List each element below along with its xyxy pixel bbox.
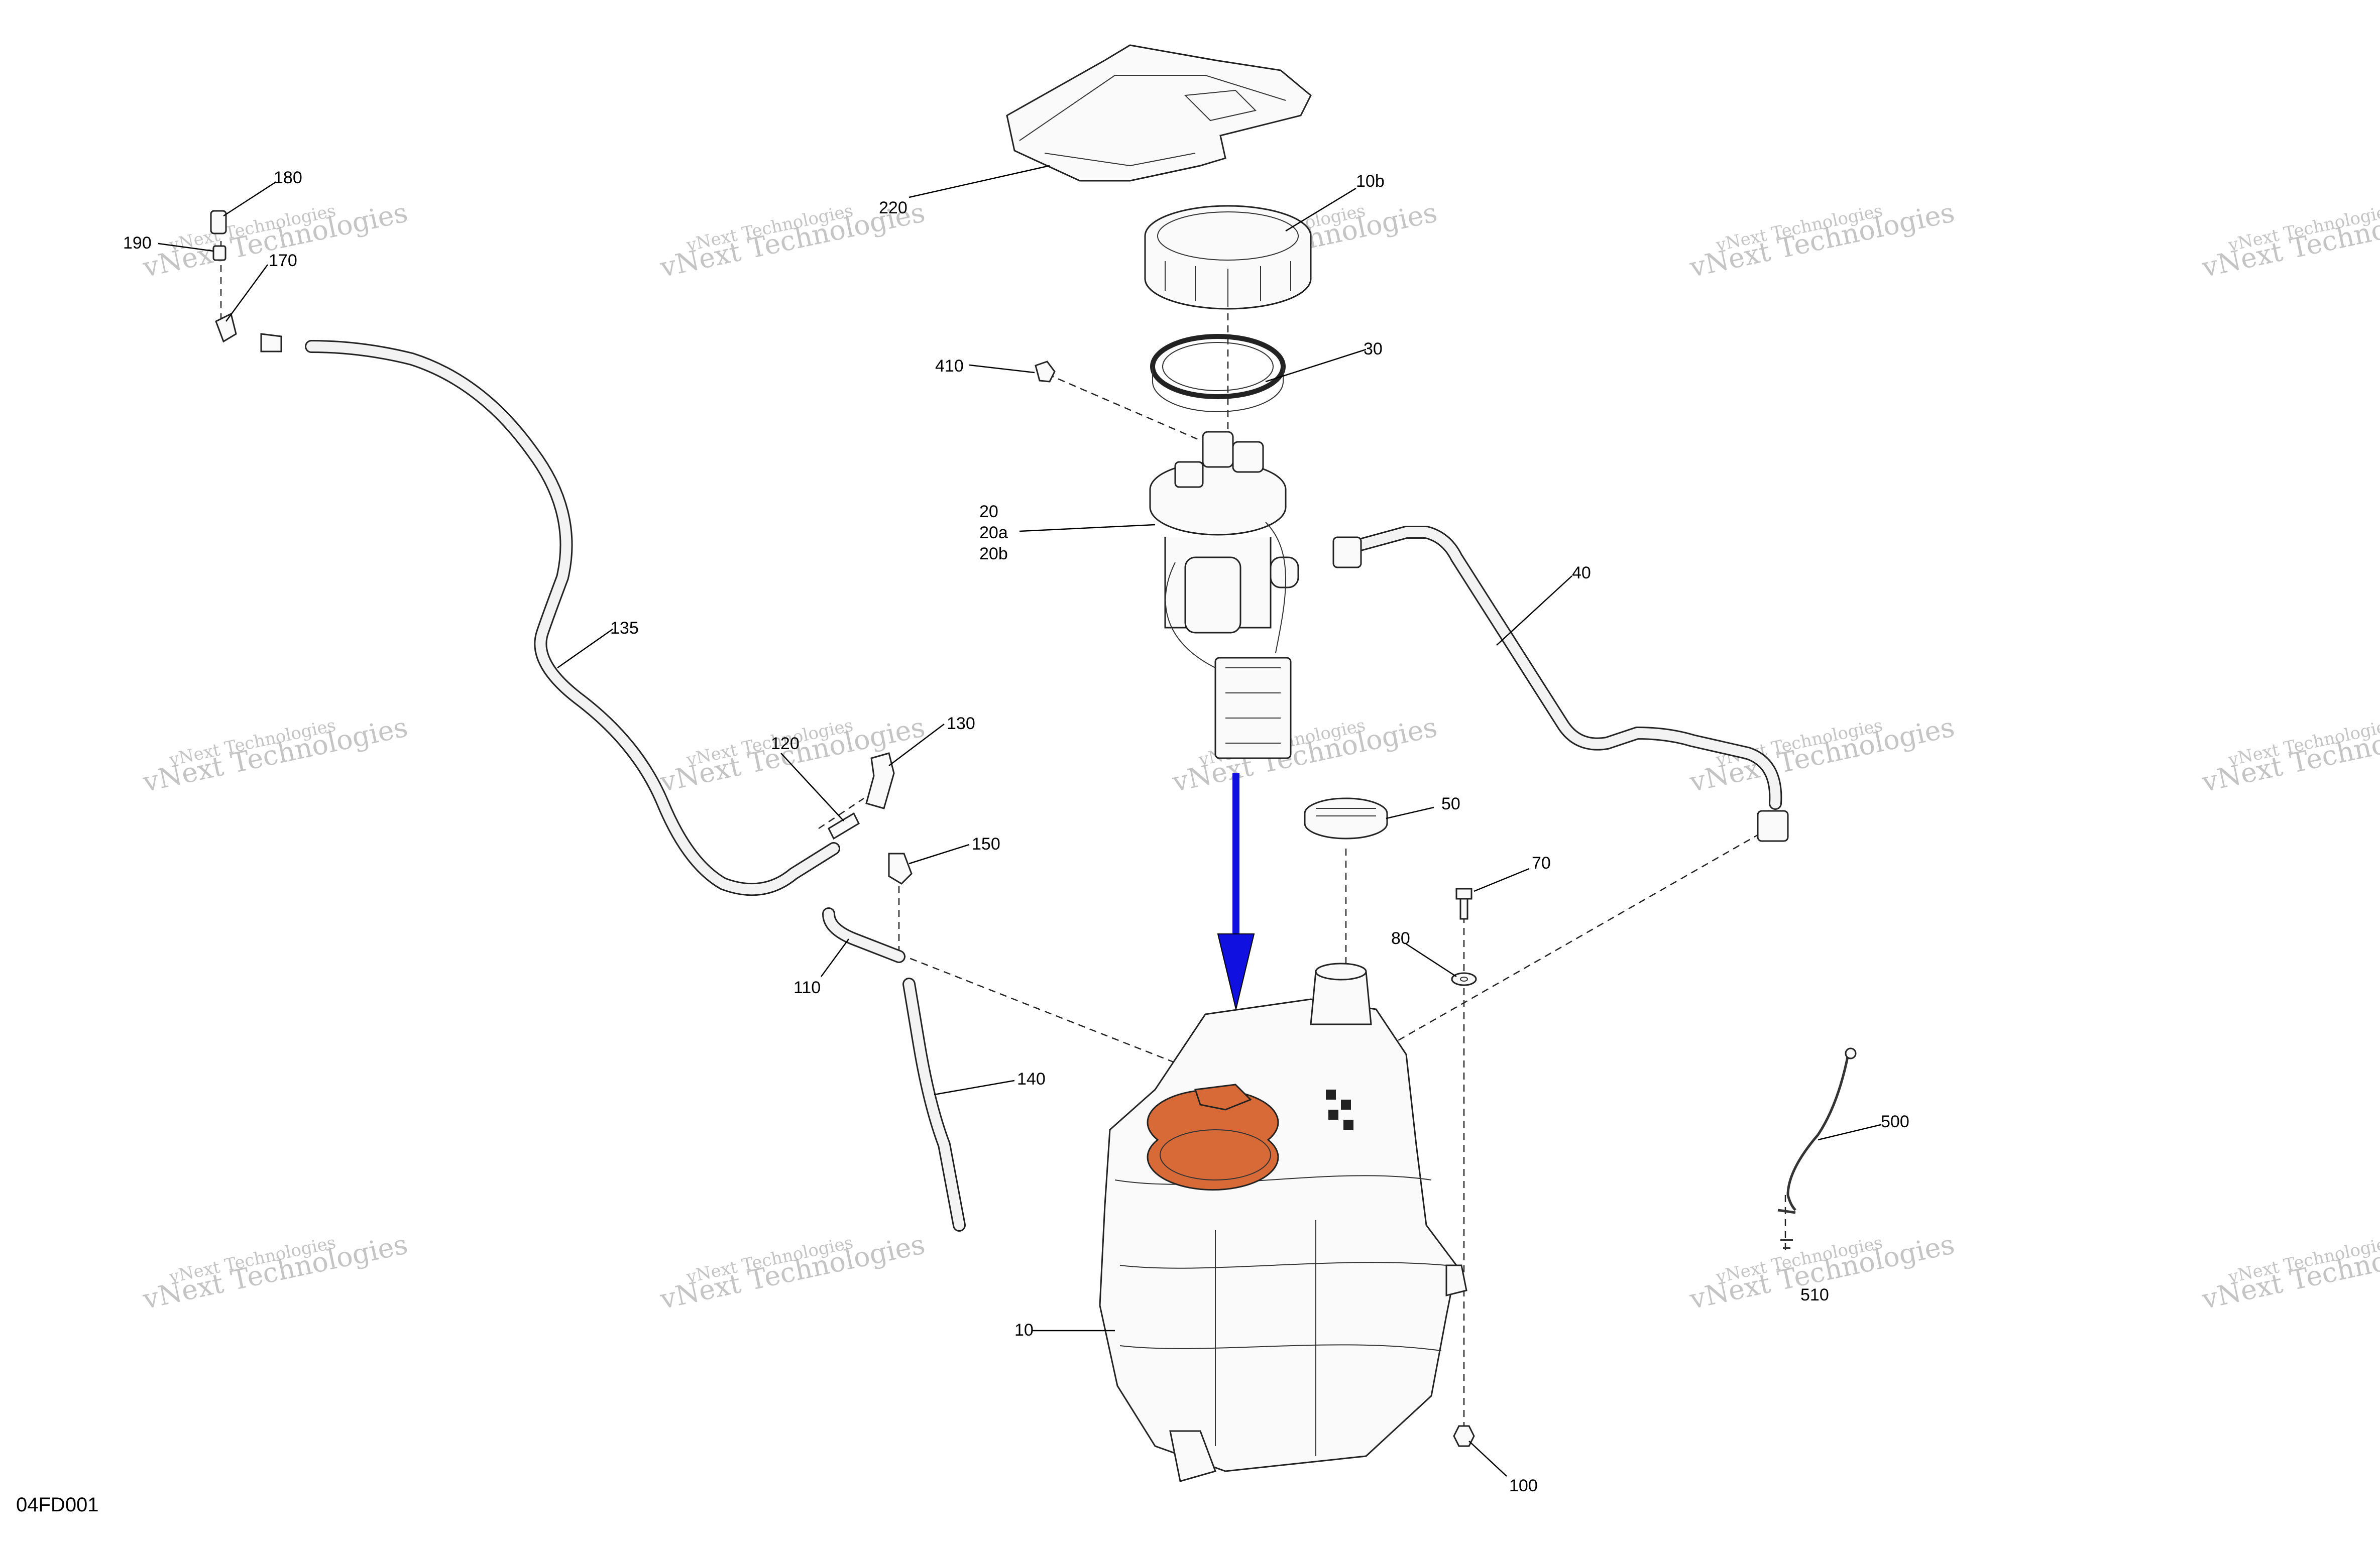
callout-170: 170 — [269, 251, 297, 270]
check-valve-150-part — [888, 853, 913, 885]
callout-labels: 220 10b 410 30 20 20a 20b 40 180 190 170… — [123, 168, 1909, 1495]
bolt-part — [1455, 888, 1472, 920]
callout-70: 70 — [1532, 854, 1551, 873]
watermark: vNext Technologies vNext Technologies — [140, 1228, 410, 1315]
watermark: vNext Technologies vNext Technologies — [1169, 711, 1440, 798]
clip-part — [1035, 361, 1056, 383]
leader-50 — [1386, 806, 1434, 819]
callout-50: 50 — [1441, 794, 1460, 813]
leader-130 — [888, 724, 945, 766]
callout-135: 135 — [610, 619, 639, 638]
fitting-130-part — [865, 752, 895, 809]
callout-150: 150 — [972, 835, 1000, 854]
vent-valve-fittings-part — [210, 210, 282, 352]
callout-510: 510 — [1800, 1285, 1829, 1304]
callout-190: 190 — [123, 233, 152, 253]
watermark: vNext Technologies vNext Technologies — [2199, 1228, 2380, 1315]
leader-180 — [223, 181, 277, 217]
assembly-line-120 — [818, 797, 864, 829]
callout-220: 220 — [879, 198, 908, 217]
callout-130: 130 — [947, 714, 975, 733]
watermark: vNext Technologies vNext Technologies — [657, 1228, 928, 1315]
fuel-line-part — [1332, 526, 1789, 842]
fitting-120-part — [828, 812, 860, 840]
callout-20: 20 — [979, 502, 998, 521]
assembly-lines — [220, 241, 1786, 1426]
insertion-arrow — [1217, 773, 1255, 1010]
leader-140 — [934, 1080, 1015, 1096]
short-hose-part — [822, 907, 905, 963]
callout-180: 180 — [274, 168, 302, 187]
washer-part — [1451, 972, 1477, 986]
leader-70 — [1474, 868, 1530, 892]
cap-part — [1304, 797, 1388, 840]
leader-80 — [1406, 943, 1457, 978]
leader-410 — [969, 364, 1035, 374]
callout-120: 120 — [771, 734, 800, 753]
callout-30: 30 — [1364, 339, 1383, 359]
reference-code: 04FD001 — [16, 1494, 99, 1516]
watermark: vNext Technologies vNext Technologies — [2199, 196, 2380, 283]
callout-10b: 10b — [1356, 172, 1385, 191]
assembly-line-110 — [898, 953, 1206, 1076]
assembly-line-410 — [1047, 373, 1216, 448]
gasket-part — [1150, 334, 1286, 412]
leader-120 — [780, 753, 844, 821]
callout-40: 40 — [1572, 563, 1591, 582]
callout-20b: 20b — [979, 544, 1008, 563]
tank-label-plate — [1326, 1090, 1353, 1130]
leader-10b — [1285, 187, 1356, 232]
fuel-pump-module-part — [1149, 431, 1299, 759]
leader-100 — [1468, 1441, 1507, 1477]
leader-190 — [158, 243, 214, 252]
drain-hose-part — [902, 978, 966, 1232]
leader-150 — [909, 844, 970, 865]
leader-170 — [225, 264, 269, 322]
leader-lines — [158, 165, 1881, 1477]
leader-110 — [820, 938, 850, 977]
watermark: vNext Technologies vNext Technologies — [1686, 196, 1957, 283]
callout-140: 140 — [1017, 1070, 1046, 1089]
leader-500 — [1818, 1124, 1881, 1141]
leader-30 — [1265, 348, 1367, 383]
tank-opening-highlight — [1147, 1089, 1279, 1191]
breather-hose-part — [305, 340, 840, 896]
lock-ring-part — [1144, 205, 1312, 310]
callout-20a: 20a — [979, 523, 1008, 542]
watermark: vNext Technologies vNext Technologies — [2199, 711, 2380, 798]
tank-tab-highlight — [1194, 1084, 1252, 1111]
leader-220 — [909, 165, 1050, 198]
callout-80: 80 — [1391, 929, 1410, 948]
assembly-line-40 — [1391, 833, 1761, 1045]
callout-10: 10 — [1014, 1321, 1034, 1340]
heat-shield-part — [1006, 44, 1312, 182]
cable-part — [1777, 1047, 1857, 1249]
callout-100: 100 — [1509, 1476, 1538, 1495]
callout-110: 110 — [794, 978, 821, 997]
fuel-tank-part — [1099, 963, 1467, 1482]
leader-135 — [557, 628, 613, 669]
watermark: vNext Technologies vNext Technologies — [140, 711, 410, 798]
callout-500: 500 — [1881, 1112, 1909, 1131]
leader-40 — [1496, 575, 1572, 646]
leader-20 — [1019, 524, 1156, 532]
callout-410: 410 — [935, 357, 964, 376]
